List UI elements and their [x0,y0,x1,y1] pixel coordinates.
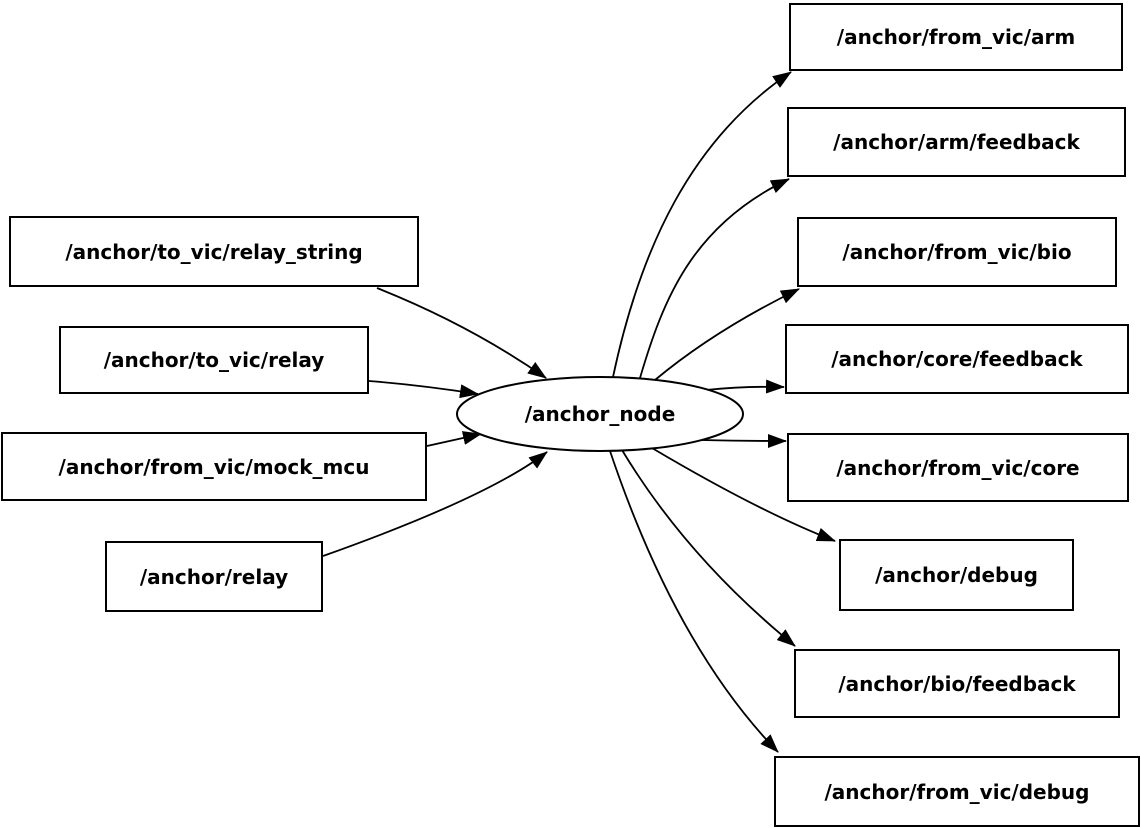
node-label: /anchor/to_vic/relay_string [65,239,363,264]
edge-out-from-vic-arm [612,71,792,378]
edge-in-to-vic-relay [368,380,479,399]
edge-out-core-feedback [705,379,785,394]
node-label: /anchor/core/feedback [831,347,1083,371]
edge-in-anchor-relay [322,451,548,557]
node-anchor-from-vic-mock-mcu: /anchor/from_vic/mock_mcu [1,432,427,501]
node-label: /anchor/arm/feedback [833,130,1080,154]
node-anchor-from-vic-core: /anchor/from_vic/core [787,433,1129,502]
edge-out-bio-feedback [621,449,796,647]
node-anchor-from-vic-debug: /anchor/from_vic/debug [774,756,1140,827]
edge-out-from-vic-bio [654,288,800,381]
edge-out-from-vic-core [699,433,787,448]
node-label: /anchor/from_vic/debug [824,779,1090,804]
edge-in-from-vic-mock-mcu [426,431,482,447]
edge-out-arm-feedback [639,178,790,379]
edge-in-to-vic-relay-string [376,287,547,379]
node-anchor-to-vic-relay: /anchor/to_vic/relay [59,326,369,394]
node-anchor-from-vic-arm: /anchor/from_vic/arm [789,3,1123,71]
node-anchor-core-feedback: /anchor/core/feedback [785,324,1129,394]
node-anchor-debug: /anchor/debug [839,539,1074,611]
node-label: /anchor/from_vic/arm [836,25,1076,49]
node-anchor-bio-feedback: /anchor/bio/feedback [794,649,1120,718]
node-anchor-arm-feedback: /anchor/arm/feedback [787,107,1126,177]
node-label: /anchor/from_vic/core [836,455,1080,480]
node-label: /anchor/bio/feedback [838,671,1076,696]
edge-out-from-vic-debug [609,450,779,753]
node-label: /anchor/from_vic/mock_mcu [58,454,370,479]
node-anchor-relay: /anchor/relay [105,541,323,612]
node-label: /anchor/from_vic/bio [842,240,1072,264]
node-label: /anchor/debug [875,563,1038,587]
node-label: /anchor/to_vic/relay [103,348,325,372]
node-label: /anchor/relay [139,564,289,589]
edge-out-debug [651,447,836,542]
node-anchor-to-vic-relay-string: /anchor/to_vic/relay_string [9,216,419,287]
node-anchor-from-vic-bio: /anchor/from_vic/bio [797,217,1117,287]
center-node-ellipse [456,376,744,452]
